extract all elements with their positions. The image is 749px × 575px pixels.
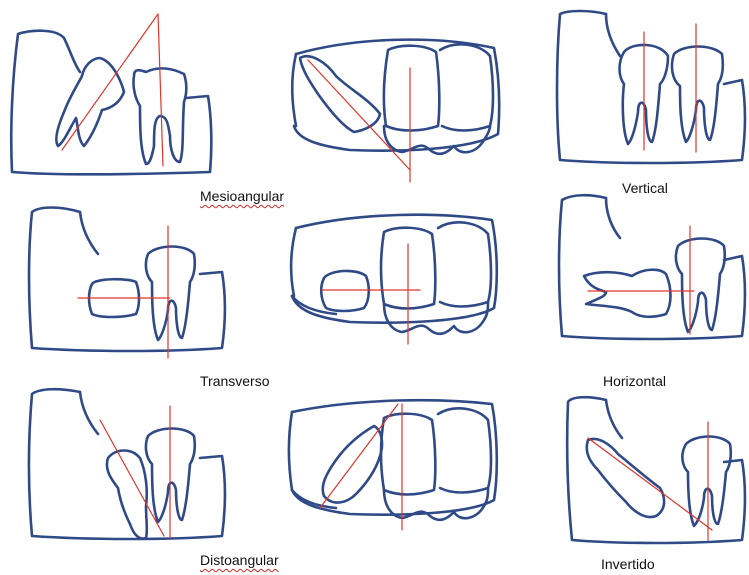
molar-crown-2 — [440, 44, 493, 130]
impacted-tooth-axis — [308, 60, 410, 170]
impacted-tooth-axis — [62, 14, 158, 150]
second-molar — [146, 247, 195, 341]
distoangular-side-view — [29, 389, 225, 539]
distoangular-occlusal-view — [289, 400, 497, 530]
label-horizontal: Horizontal — [603, 373, 666, 389]
molar-crown-1 — [384, 46, 439, 131]
vertical-side-view — [557, 11, 745, 163]
box-outline — [292, 400, 497, 514]
impacted-molar — [587, 439, 664, 517]
ramus-line — [80, 392, 98, 434]
transverso-side-view — [29, 208, 225, 359]
box-outline — [294, 40, 499, 151]
box-front-line — [289, 412, 292, 490]
second-molar — [672, 47, 723, 143]
horizontal-side-view — [559, 195, 745, 339]
box-front-line — [292, 54, 296, 126]
molar-crown-2 — [438, 222, 491, 306]
invertido-side-view — [567, 397, 745, 543]
mesioangular-side-view — [11, 14, 211, 174]
transverso-occlusal-view — [291, 215, 497, 344]
impacted-molar — [56, 58, 124, 146]
impacted-molar — [584, 270, 671, 317]
molar-crown-1 — [381, 414, 435, 495]
impacted-molar — [321, 271, 369, 311]
molar-crown-2 — [438, 408, 491, 492]
label-transverso: Transverso — [200, 373, 270, 389]
box-front-line — [291, 228, 296, 296]
second-molar — [682, 437, 730, 527]
second-molar — [676, 239, 725, 333]
label-mesioangular: Mesioangular — [200, 188, 284, 204]
ramus-line — [606, 14, 620, 56]
label-vertical: Vertical — [622, 180, 668, 196]
impacted-tooth-axis — [100, 420, 164, 536]
label-invertido: Invertido — [601, 556, 655, 572]
ramus-line — [606, 198, 620, 238]
ramus-line — [80, 212, 98, 254]
ramus-line — [64, 38, 80, 72]
molar-axis — [158, 14, 163, 166]
ramus-line — [606, 400, 622, 438]
mesioangular-occlusal-view — [292, 40, 499, 182]
label-distoangular: Distoangular — [200, 552, 279, 568]
